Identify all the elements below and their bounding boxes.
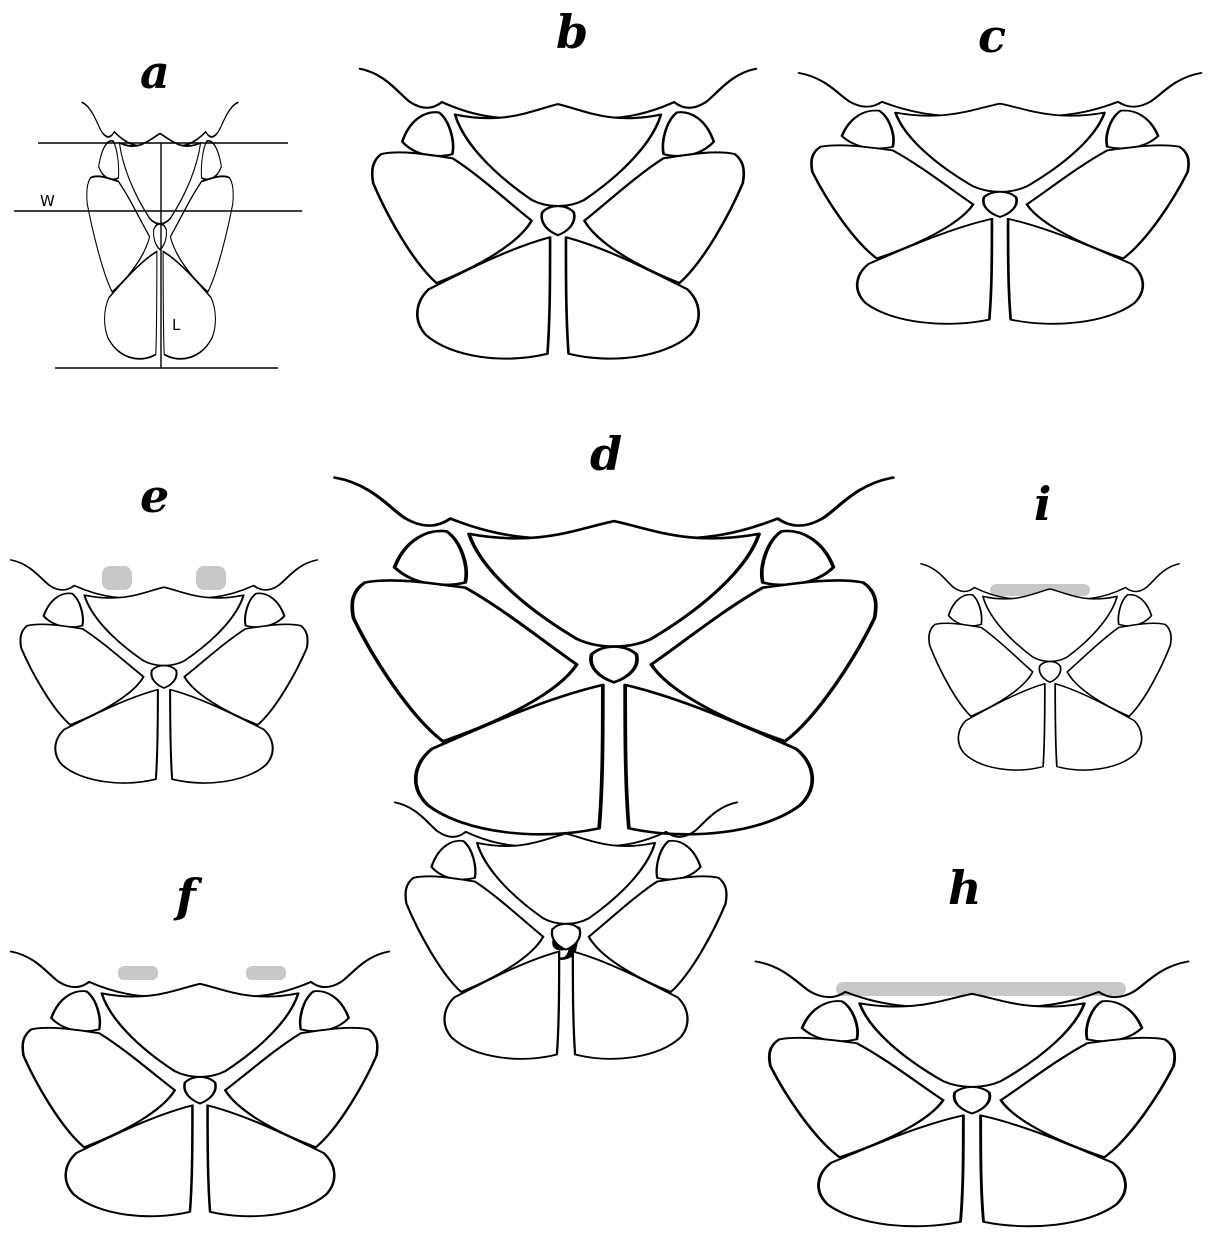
panel-letter-f: f [173, 869, 203, 923]
stipple-left-f [118, 966, 158, 980]
panel-h: h [756, 861, 1188, 1226]
sternum-drawing-d [335, 478, 893, 835]
panel-g: g [395, 802, 737, 1058]
panel-f: f [11, 869, 389, 1216]
panel-letter-e: e [140, 469, 169, 523]
panel-letter-d: d [590, 427, 622, 481]
panel-i: i [921, 477, 1179, 770]
stipple-h [836, 982, 1126, 996]
panel-a: a W L [14, 45, 302, 368]
sternum-drawing-g [395, 802, 737, 1058]
stipple-left-e [102, 566, 132, 590]
length-label: L [172, 316, 181, 334]
panel-letter-i: i [1034, 477, 1051, 531]
panel-letter-b: b [556, 5, 588, 59]
panel-e: e [11, 469, 317, 783]
panel-b: b [360, 5, 756, 359]
sternum-drawing-b [360, 69, 756, 359]
stipple-right-e [196, 566, 226, 590]
width-label: W [40, 192, 55, 210]
panel-letter-a: a [140, 45, 170, 99]
panel-letter-h: h [948, 861, 981, 915]
panel-d: d [335, 427, 893, 834]
sternum-drawing-c [799, 73, 1201, 324]
sternum-drawing-a [82, 102, 238, 358]
panel-letter-c: c [978, 9, 1006, 63]
sternum-drawing-h [756, 962, 1188, 1227]
sternum-drawing-e [11, 560, 317, 783]
panel-c: c [799, 9, 1201, 324]
sternum-drawing-i [921, 564, 1179, 770]
sternum-drawing-f [11, 952, 389, 1217]
stipple-right-f [246, 966, 286, 980]
